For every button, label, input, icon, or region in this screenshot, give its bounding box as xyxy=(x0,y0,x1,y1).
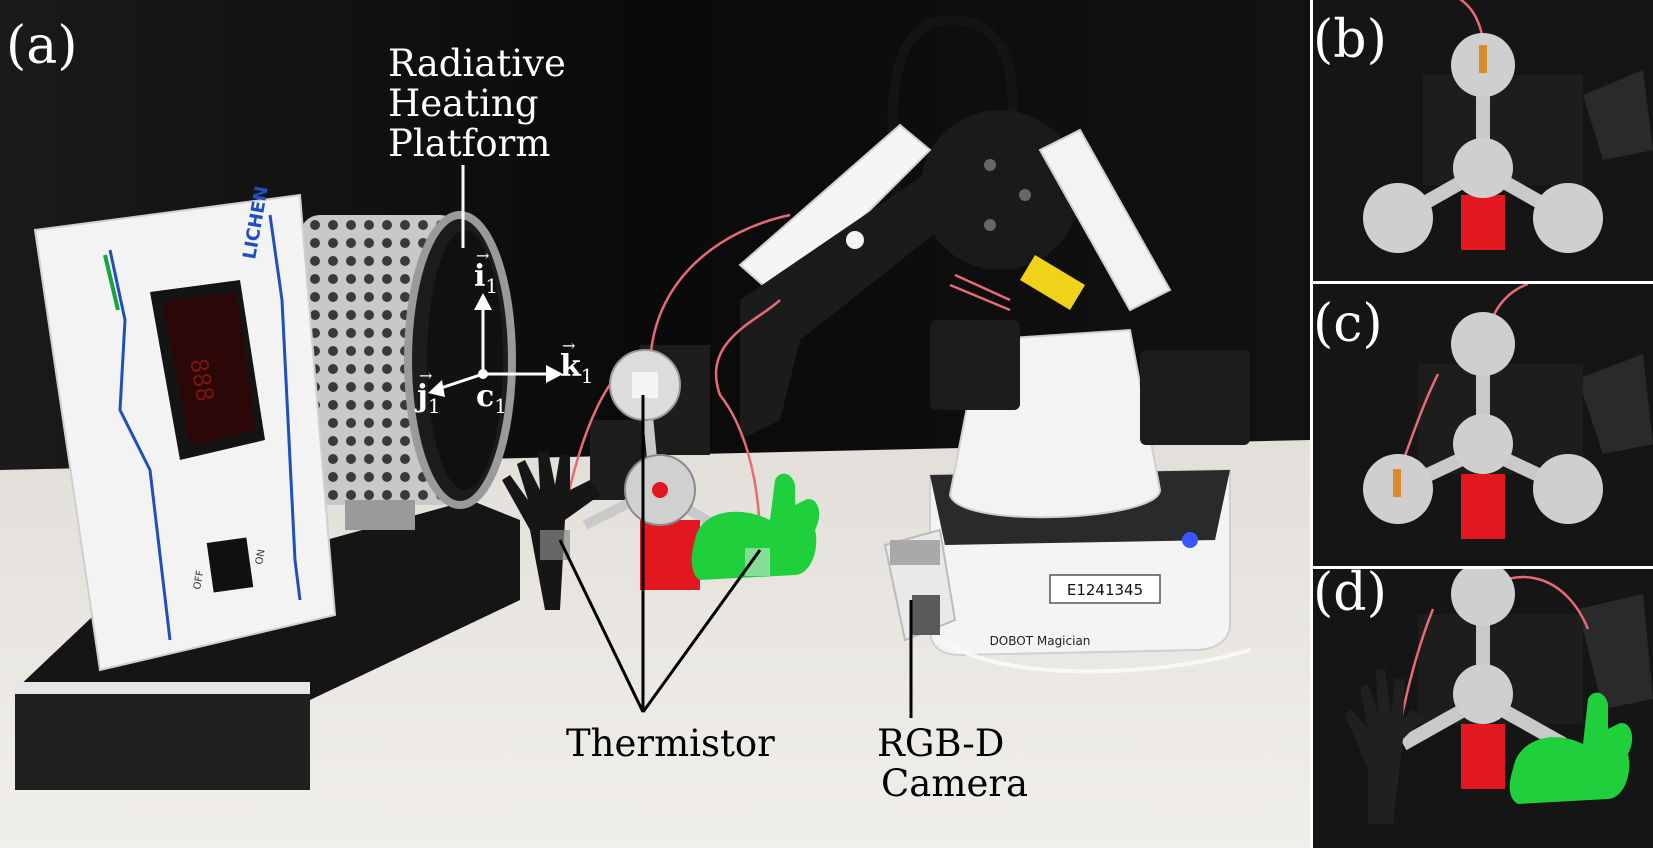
panel-c-label: (c) xyxy=(1313,294,1383,354)
switch-on-label: ON xyxy=(254,548,268,565)
axis-k-label: k1 xyxy=(560,338,594,386)
thermistor-pointer-lines xyxy=(558,395,762,713)
axis-j-label: j1 xyxy=(417,368,441,416)
robot-motor-right xyxy=(1140,350,1250,445)
glove-object xyxy=(502,450,600,610)
coordinate-frame xyxy=(428,293,563,397)
heater-control-box: 888 OFF ON LICHEN xyxy=(33,185,337,672)
axis-i-label: i1 xyxy=(474,248,498,296)
dobot-logo-icon xyxy=(846,231,864,249)
axis-origin-label: c1 xyxy=(476,379,508,418)
robot-model-label: DOBOT Magician xyxy=(990,634,1091,648)
camera-caption-line-2: Camera xyxy=(881,762,1029,805)
panel-a-scene: 888 OFF ON LICHEN E1241345 DOBOT Magicia… xyxy=(0,0,1310,848)
heating-caption-line-1: Radiative xyxy=(388,42,566,85)
panel-c-scene xyxy=(1313,284,1653,566)
bunny-object xyxy=(691,473,820,580)
robot-rear-arm xyxy=(1038,128,1172,312)
robot-motor-left xyxy=(930,320,1020,410)
panel-b-scene xyxy=(1313,0,1653,281)
panel-c-photo: (c) xyxy=(1313,284,1653,566)
panel-d-label: (d) xyxy=(1313,569,1387,623)
robot-serial-label: E1241345 xyxy=(1067,581,1143,599)
camera-caption-line-1: RGB-D xyxy=(877,722,1005,765)
panel-a-photo: 888 OFF ON LICHEN E1241345 DOBOT Magicia… xyxy=(0,0,1310,848)
panel-b-photo: (b) xyxy=(1313,0,1653,281)
switch-off-label: OFF xyxy=(192,569,206,590)
robot-warning-label xyxy=(1020,255,1085,310)
panel-a-label: (a) xyxy=(6,16,78,76)
rgbd-camera xyxy=(883,528,957,642)
camera-caption: RGB-D Camera xyxy=(877,724,1028,804)
robot-lower-arm xyxy=(740,150,990,440)
panel-d-scene xyxy=(1313,569,1653,848)
panel-b-label: (b) xyxy=(1313,10,1387,70)
thermistor-caption: Thermistor xyxy=(566,722,775,765)
panel-d-photo: (d) xyxy=(1313,569,1653,848)
camera-cable xyxy=(943,638,1251,674)
robot-cable xyxy=(887,14,1018,216)
heater-base xyxy=(15,500,520,790)
heater-cylinder xyxy=(300,211,516,530)
heating-platform-caption: Radiative Heating Platform xyxy=(388,44,566,164)
heating-caption-line-3: Platform xyxy=(388,122,551,165)
heating-caption-line-2: Heating xyxy=(388,82,539,125)
